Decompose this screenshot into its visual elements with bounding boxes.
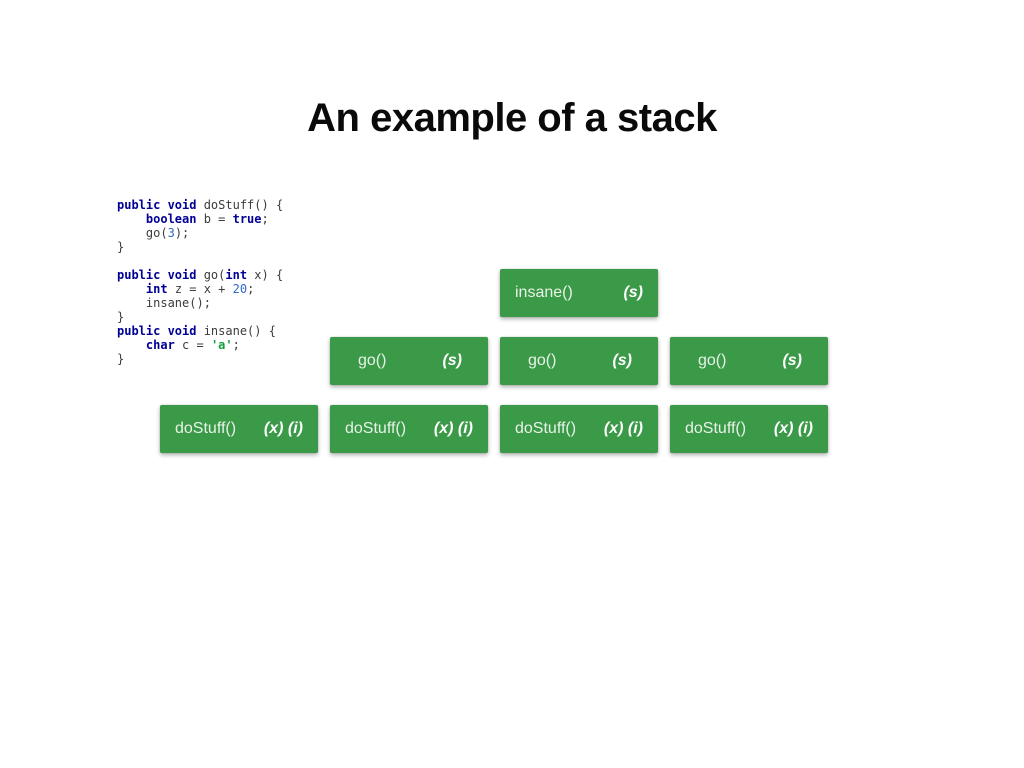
stack-frame-state4-dostuff: doStuff() (x) (i) [670,405,828,453]
code-token [117,282,146,296]
code-token: int [225,268,248,282]
frame-vars-label: (s) [612,352,632,369]
code-token: insane() { [196,324,276,338]
frame-method-label: doStuff() [685,420,747,437]
code-token: } [117,352,125,366]
frame-method-label: go() [698,352,727,369]
code-token: x) { [247,268,284,282]
code-token: int [145,282,168,296]
code-block: public void doStuff() { boolean b = true… [117,198,283,366]
code-token: ); [174,226,190,240]
frame-vars-label: (x) (i) [263,420,303,437]
code-line: public void doStuff() { [117,198,283,212]
frame-method-label: go() [358,352,387,369]
frame-vars-label: (s) [782,352,802,369]
stack-frame-state1-dostuff: doStuff() (x) (i) [160,405,318,453]
code-token: ; [247,282,255,296]
code-token: public void [117,198,197,212]
code-line: } [117,352,283,366]
code-token: doStuff() { [196,198,284,212]
code-line: int z = x + 20; [117,282,283,296]
code-line: insane(); [117,296,283,310]
code-token: boolean [145,212,197,226]
code-token: ; [232,338,240,352]
code-token: 20 [232,282,248,296]
code-token: go( [117,226,168,240]
code-token: ; [261,212,269,226]
frame-vars-label: (x) (i) [773,420,813,437]
code-token [117,212,146,226]
stack-frame-state3-dostuff: doStuff() (x) (i) [500,405,658,453]
frame-method-label: doStuff() [175,420,237,437]
code-line [117,254,283,268]
stack-frame-state2-dostuff: doStuff() (x) (i) [330,405,488,453]
stack-frame-state4-go: go() (s) [670,337,828,385]
code-line: } [117,240,283,254]
code-line: } [117,310,283,324]
code-token: } [117,240,125,254]
code-token [117,338,146,352]
stack-diagram: doStuff() (x) (i) go() (s) doStuff() (x) (i) i… [160,269,828,453]
frame-vars-label: (s) [442,352,462,369]
code-token: public void [117,324,197,338]
frame-method-label: go() [528,352,557,369]
stack-frame-state3-insane: insane() (s) [500,269,658,317]
frame-vars-label: (x) (i) [433,420,473,437]
stack-frame-state3-go: go() (s) [500,337,658,385]
code-line: char c = 'a'; [117,338,283,352]
frame-vars-label: (x) (i) [603,420,643,437]
code-line: boolean b = true; [117,212,283,226]
code-token: 'a' [210,338,233,352]
code-token: } [117,310,125,324]
code-token: public void [117,268,197,282]
code-line: public void go(int x) { [117,268,283,282]
code-token: char [145,338,175,352]
code-token: c = [174,338,211,352]
code-token: insane(); [117,296,211,310]
code-line: go(3); [117,226,283,240]
frame-vars-label: (s) [623,284,643,301]
stack-frame-state2-go: go() (s) [330,337,488,385]
code-token: 3 [167,226,175,240]
slide-title: An example of a stack [307,96,717,140]
code-token: true [232,212,262,226]
code-token: b = [196,212,233,226]
code-token: go( [196,268,226,282]
frame-method-label: doStuff() [345,420,407,437]
code-token: z = x + [167,282,233,296]
frame-method-label: doStuff() [515,420,577,437]
frame-method-label: insane() [515,284,573,301]
code-line: public void insane() { [117,324,283,338]
